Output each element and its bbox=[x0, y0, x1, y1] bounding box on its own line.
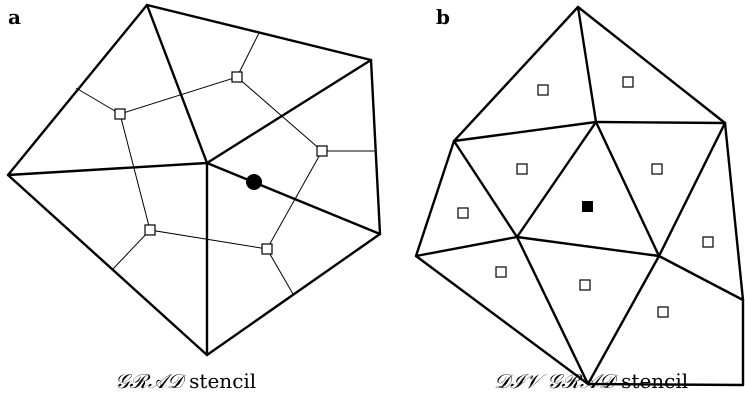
panel-b: b bbox=[414, 5, 745, 387]
open-square-icon bbox=[537, 84, 549, 96]
open-square-icon bbox=[702, 236, 714, 248]
panel-b-mesh-edges bbox=[414, 5, 745, 387]
panel-b-caption-operator: 𝒟ℐ𝒱 𝒢ℛ𝒜𝒟 bbox=[494, 369, 615, 393]
open-square-icon bbox=[516, 163, 528, 175]
panel-a-letter: a bbox=[8, 5, 21, 29]
open-square-icon bbox=[144, 224, 156, 236]
panel-b-edge bbox=[576, 5, 598, 124]
panel-a: a bbox=[6, 3, 382, 357]
panel-b-edge bbox=[594, 120, 727, 125]
panel-b-caption: 𝒟ℐ𝒱 𝒢ℛ𝒜𝒟 stencil bbox=[0, 369, 745, 393]
filled-square-icon bbox=[582, 201, 593, 212]
panel-a-dual-edge bbox=[266, 248, 294, 295]
filled-circle-icon bbox=[246, 174, 262, 190]
panel-a-cell-markers bbox=[114, 71, 328, 255]
open-square-icon bbox=[316, 145, 328, 157]
panel-b-edge bbox=[657, 121, 727, 258]
panel-b-edge bbox=[657, 254, 745, 302]
panel-a-edge bbox=[6, 161, 209, 177]
panel-a-dual-loop bbox=[119, 76, 323, 250]
panel-b-edge bbox=[586, 254, 661, 386]
panel-a-edge bbox=[145, 3, 209, 165]
open-square-icon bbox=[657, 306, 669, 318]
panel-a-dual-edge bbox=[236, 32, 260, 78]
panel-a-edge bbox=[205, 161, 382, 236]
panel-b-edge bbox=[515, 120, 598, 239]
open-square-icon bbox=[114, 108, 126, 120]
open-square-icon bbox=[231, 71, 243, 83]
panel-b-cell-markers bbox=[457, 76, 714, 318]
panel-b-edge bbox=[515, 235, 661, 258]
open-square-icon bbox=[261, 243, 273, 255]
panel-a-mesh-edges bbox=[6, 3, 382, 357]
panel-b-edge bbox=[594, 120, 661, 258]
open-square-icon bbox=[622, 76, 634, 88]
panel-b-edge bbox=[452, 139, 519, 239]
panel-a-caption: 𝒢ℛ𝒜𝒟 stencil bbox=[0, 369, 500, 393]
panel-a-dual-edge bbox=[111, 229, 151, 271]
panel-a-edge bbox=[205, 58, 373, 165]
panel-b-letter: b bbox=[436, 5, 450, 29]
panel-b-outer-boundary bbox=[414, 5, 745, 387]
panel-b-edge bbox=[414, 235, 519, 258]
panel-a-caption-word: stencil bbox=[189, 369, 257, 393]
open-square-icon bbox=[651, 163, 663, 175]
panel-b-edge bbox=[515, 235, 590, 386]
panel-a-dual-mesh bbox=[75, 32, 375, 295]
open-square-icon bbox=[495, 266, 507, 278]
open-square-icon bbox=[579, 279, 591, 291]
panel-a-caption-operator: 𝒢ℛ𝒜𝒟 bbox=[115, 369, 183, 393]
open-square-icon bbox=[457, 207, 469, 219]
panel-b-edge bbox=[452, 120, 598, 143]
panel-a-dual-edge bbox=[75, 87, 121, 115]
panel-b-caption-word: stencil bbox=[621, 369, 689, 393]
panel-a-outer-boundary bbox=[6, 3, 382, 357]
